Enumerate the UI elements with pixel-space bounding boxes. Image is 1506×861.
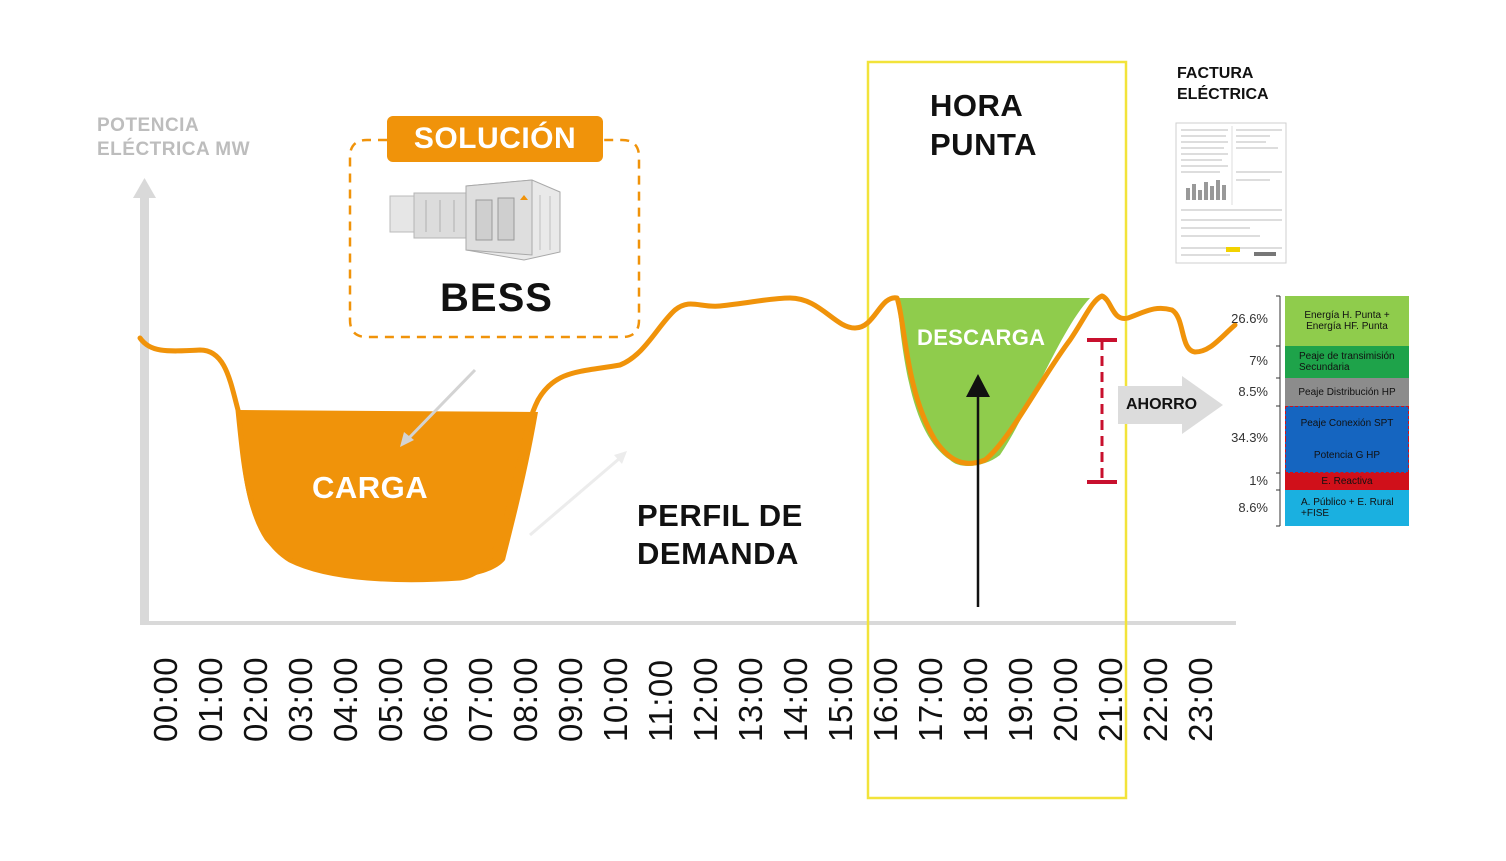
y-axis-label-line1: POTENCIA xyxy=(97,115,200,136)
time-tick: 09:00 xyxy=(552,656,589,742)
y-axis-arrow xyxy=(133,178,156,198)
factura-line2: ELÉCTRICA xyxy=(1177,86,1269,103)
carga-label: CARGA xyxy=(312,470,429,505)
time-tick: 15:00 xyxy=(822,656,859,742)
bill-segment-peaje-transmision: Peaje de transimisión Secundaria xyxy=(1285,346,1409,378)
time-tick: 21:00 xyxy=(1092,656,1129,742)
bess-label: BESS xyxy=(440,276,553,320)
perfil-arrow xyxy=(529,456,621,537)
time-tick: 06:00 xyxy=(417,656,454,742)
perfil-line2: DEMANDA xyxy=(637,536,799,571)
time-tick: 19:00 xyxy=(1002,656,1039,742)
time-tick: 22:00 xyxy=(1137,656,1174,742)
bill-breakdown-ticks xyxy=(1276,295,1280,527)
bill-segment-energia: Energía H. Punta + Energía HF. Punta xyxy=(1285,296,1409,346)
perfil-arrowhead xyxy=(614,451,627,464)
time-tick: 20:00 xyxy=(1047,656,1084,742)
time-tick: 12:00 xyxy=(687,656,724,742)
peak-arrowhead xyxy=(966,374,990,397)
y-axis-label: POTENCIA ELÉCTRICA MW xyxy=(97,114,250,162)
ahorro-arrow xyxy=(1118,376,1223,434)
perfil-line1: PERFIL DE xyxy=(637,498,803,533)
time-tick: 16:00 xyxy=(867,656,904,742)
time-tick: 18:00 xyxy=(957,656,994,742)
bill-segment-label: E. Reactiva xyxy=(1321,476,1373,487)
time-tick: 13:00 xyxy=(732,656,769,742)
bill-percentage: 1% xyxy=(1249,473,1268,488)
time-tick: 17:00 xyxy=(912,656,949,742)
time-tick: 10:00 xyxy=(597,656,634,742)
time-tick: 23:00 xyxy=(1182,656,1219,742)
time-tick: 01:00 xyxy=(192,656,229,742)
hora-punta-frame xyxy=(866,60,1128,800)
bill-segment-label: A. Público + E. Rural +FISE xyxy=(1301,497,1394,519)
factura-line1: FACTURA xyxy=(1177,65,1254,82)
x-axis xyxy=(140,621,1236,625)
bill-percentage: 26.6% xyxy=(1231,311,1268,326)
y-axis xyxy=(140,190,149,625)
bill-segment-alumbrado: A. Público + E. Rural +FISE xyxy=(1285,490,1409,526)
bill-segment-peaje-conexion: Peaje Conexión SPT xyxy=(1285,406,1409,439)
solution-dashed-box xyxy=(348,138,641,339)
solucion-badge: SOLUCIÓN xyxy=(387,116,603,162)
time-tick: 14:00 xyxy=(777,656,814,742)
bill-segment-label: Peaje Distribución HP xyxy=(1298,386,1396,398)
descarga-area xyxy=(897,298,1090,467)
bill-segment-potencia: Potencia G HP xyxy=(1285,439,1409,473)
factura-title: FACTURA ELÉCTRICA xyxy=(1177,63,1269,105)
bill-segment-label: Energía H. Punta + Energía HF. Punta xyxy=(1304,310,1390,332)
bill-percentage: 7% xyxy=(1249,353,1268,368)
invoice-thumbnail xyxy=(1175,122,1287,264)
bill-segment-label: Potencia G HP xyxy=(1313,450,1381,461)
ahorro-label: AHORRO xyxy=(1126,396,1198,413)
solution-to-carga-arrow xyxy=(405,368,477,442)
bill-segment-label: Peaje Conexión SPT xyxy=(1300,417,1394,429)
y-axis-label-line2: ELÉCTRICA MW xyxy=(97,139,251,160)
bill-segment-reactiva: E. Reactiva xyxy=(1285,473,1409,490)
descarga-label: DESCARGA xyxy=(917,325,1046,350)
time-tick: 05:00 xyxy=(372,656,409,742)
time-tick: 11:00 xyxy=(642,659,679,742)
hora-punta-line1: HORA xyxy=(930,88,1024,123)
hora-punta-title: HORA PUNTA xyxy=(930,86,1037,164)
perfil-demanda-title: PERFIL DE DEMANDA xyxy=(637,497,803,573)
bill-percentage: 34.3% xyxy=(1231,430,1268,445)
time-tick: 08:00 xyxy=(507,656,544,742)
time-tick: 03:00 xyxy=(282,656,319,742)
bess-container-image xyxy=(389,179,561,261)
bill-percentage: 8.6% xyxy=(1238,500,1268,515)
bill-segment-label: Peaje de transimisión Secundaria xyxy=(1299,351,1395,373)
time-tick: 07:00 xyxy=(462,656,499,742)
bill-segment-peaje-distribucion: Peaje Distribución HP xyxy=(1285,378,1409,406)
demand-profile-curve xyxy=(137,293,1238,583)
time-tick: 04:00 xyxy=(327,656,364,742)
solution-to-carga-arrowhead xyxy=(400,432,414,447)
carga-area xyxy=(238,410,538,581)
time-tick: 00:00 xyxy=(147,656,184,742)
hora-punta-line2: PUNTA xyxy=(930,127,1037,162)
bill-percentage: 8.5% xyxy=(1238,384,1268,399)
time-tick: 02:00 xyxy=(237,656,274,742)
